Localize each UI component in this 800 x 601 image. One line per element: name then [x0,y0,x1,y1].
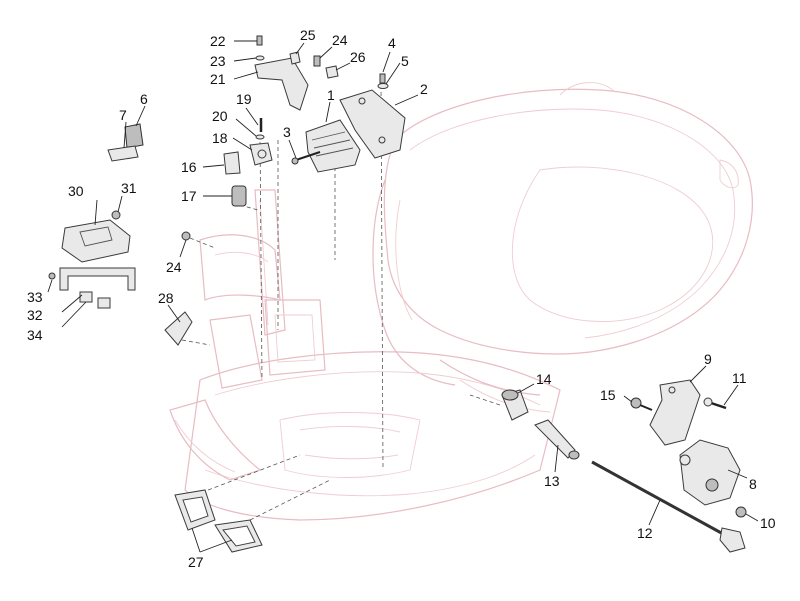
callout-28: 28 [158,290,174,306]
callout-19: 19 [236,91,252,107]
callout-10: 10 [760,515,776,531]
callout-22: 22 [210,33,226,49]
part-10-nut [735,506,747,518]
part-30-control-unit [61,219,131,263]
callout-4: 4 [388,35,396,51]
part-24-nut-left [181,231,191,241]
part-25-clip [289,51,301,65]
part-1-voltage-regulator [305,119,361,173]
callout-1: 1 [327,87,335,103]
part-20-washer [255,134,265,140]
part-16-bushing [223,151,241,175]
part-18-clamp [249,142,273,166]
leader-lines [47,40,759,553]
callout-17: 17 [181,188,197,204]
callout-6: 6 [140,91,148,107]
callout-33: 33 [27,289,43,305]
callout-24-left: 24 [166,259,182,275]
part-32-bracket [59,267,136,291]
callout-8: 8 [749,476,757,492]
callout-30: 30 [68,183,84,199]
callout-2: 2 [420,81,428,97]
callout-16: 16 [181,159,197,175]
part-21-bracket [254,57,309,111]
part-15-bolt [630,397,653,411]
callout-34: 34 [27,327,43,343]
scooter-frame-outline [169,82,753,521]
callout-3: 3 [283,124,291,140]
callout-20: 20 [212,108,228,124]
part-3-screw [291,151,321,165]
callout-5: 5 [401,53,409,69]
part-14-sleeve [501,389,529,421]
part-34-rubber-block [79,291,111,309]
callout-12: 12 [637,525,653,541]
part-6-relay [124,123,144,149]
callout-18: 18 [212,130,228,146]
part-17-rubber-mount [231,185,247,207]
part-7-bracket-clip [107,145,139,162]
callout-25: 25 [300,27,316,43]
callout-21: 21 [210,71,226,87]
callout-14: 14 [536,371,552,387]
callout-26: 26 [350,49,366,65]
callout-27: 27 [188,554,204,570]
part-4-screw [379,73,386,84]
part-12-rod [591,460,746,553]
callout-9: 9 [704,351,712,367]
part-8-housing [679,439,741,506]
part-22-screw [256,35,263,46]
part-11-bolt [703,397,727,410]
part-31-nut [111,210,121,220]
part-26-clip [325,65,339,79]
part-27-gasket [174,489,263,553]
callout-23: 23 [210,53,226,69]
part-33-screw [48,272,56,280]
part-23-washer [255,55,265,61]
callout-24-upper: 24 [332,32,348,48]
callout-31: 31 [121,180,137,196]
part-13-cable-end [534,419,580,460]
part-24-nut-upper [313,55,321,67]
part-5-washer [377,83,389,89]
callout-32: 32 [27,307,43,323]
part-2-bracket [339,89,406,159]
callout-7: 7 [119,107,127,123]
callout-13: 13 [544,473,560,489]
callout-15: 15 [600,387,616,403]
part-9-bracket [649,379,701,446]
callout-11: 11 [732,370,747,386]
callout-labels: 1 2 3 4 5 6 7 8 9 10 11 12 13 14 15 16 1… [27,27,776,570]
part-28-plate [164,311,193,346]
